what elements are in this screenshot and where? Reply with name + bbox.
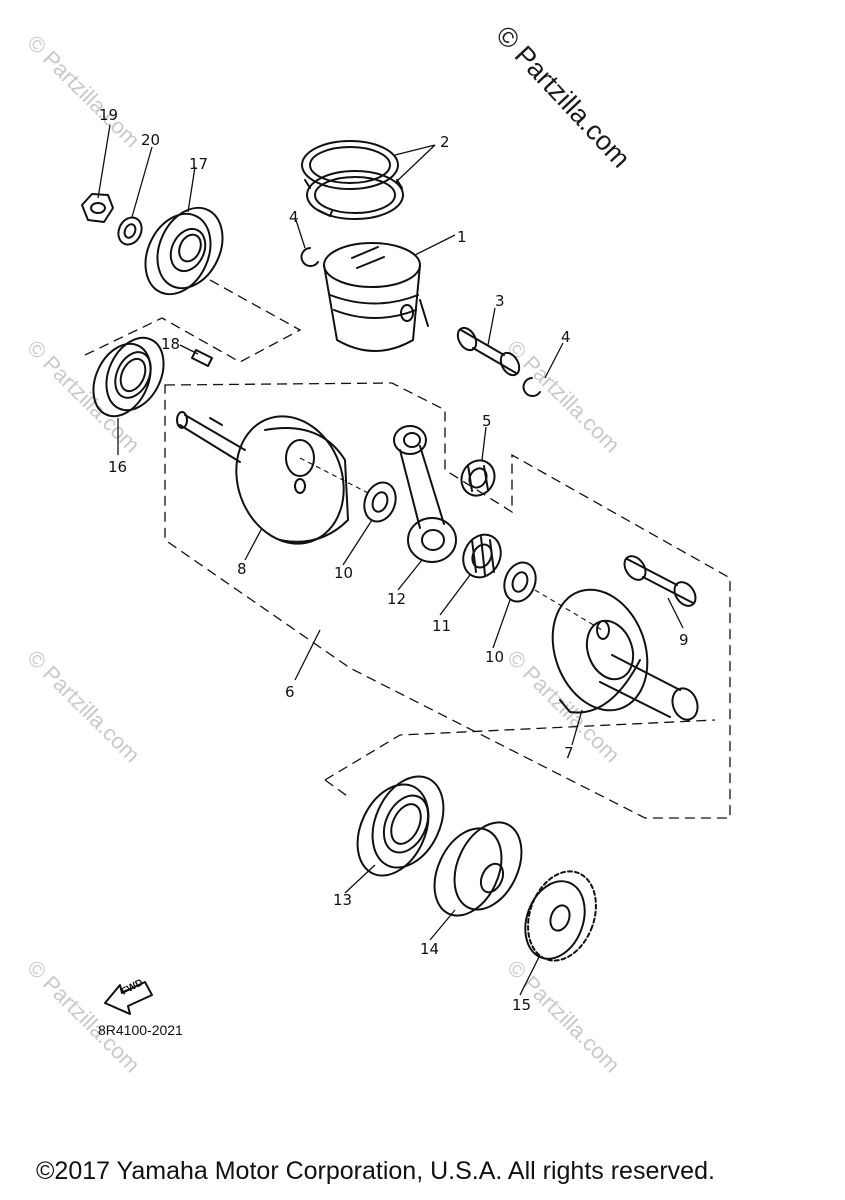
big-end-bearing-part: [462, 533, 502, 579]
callout-16: 16: [108, 458, 128, 476]
callout-19: 19: [99, 106, 119, 124]
nut-part: [81, 193, 114, 223]
crank-left-part: [176, 411, 349, 545]
gear-part: [524, 870, 597, 962]
piston-part: [323, 242, 429, 352]
callout-18: 18: [161, 335, 181, 353]
thrust-washer-part: [363, 481, 397, 523]
diagram-code: 8R4100-2021: [98, 1022, 183, 1038]
callout-1: 1: [457, 228, 467, 246]
circlip-part: [522, 377, 541, 397]
callout-14: 14: [420, 940, 440, 958]
callout-11: 11: [432, 617, 452, 635]
callout-6: 6: [285, 683, 295, 701]
alignment-lines: [299, 457, 603, 631]
callout-9: 9: [679, 631, 689, 649]
callout-4-right: 4: [561, 328, 571, 346]
callout-10-left: 10: [334, 564, 354, 582]
crank-pin-part: [623, 555, 697, 607]
callout-8: 8: [237, 560, 247, 578]
small-end-bearing-part: [460, 459, 496, 497]
leader-lines: [97, 124, 684, 996]
callout-20: 20: [141, 131, 161, 149]
fwd-arrow-icon: [104, 981, 153, 1015]
crank-right-part: [551, 588, 699, 721]
callout-7: 7: [564, 744, 574, 762]
circlip-part: [300, 247, 319, 267]
piston-rings-part: [301, 140, 404, 220]
oil-seal-part: [433, 821, 523, 917]
connecting-rod-part: [393, 425, 457, 563]
callout-2: 2: [440, 133, 450, 151]
callout-12: 12: [387, 590, 407, 608]
assembly-outlines: [84, 279, 731, 819]
callout-4-top: 4: [289, 208, 299, 226]
thrust-washer-part: [503, 561, 537, 603]
copyright-notice: ©2017 Yamaha Motor Corporation, U.S.A. A…: [36, 1157, 715, 1185]
callout-15: 15: [512, 996, 532, 1014]
woodruff-key-part: [191, 349, 213, 367]
callout-5: 5: [482, 412, 492, 430]
callout-3: 3: [495, 292, 505, 310]
callout-17: 17: [189, 155, 209, 173]
washer-part: [117, 216, 143, 246]
callout-13: 13: [333, 891, 353, 909]
bearing-part: [356, 775, 445, 877]
bearing-part: [92, 336, 165, 418]
piston-pin-part: [456, 326, 521, 377]
callout-10-right: 10: [485, 648, 505, 666]
oil-seal-part: [144, 206, 224, 296]
